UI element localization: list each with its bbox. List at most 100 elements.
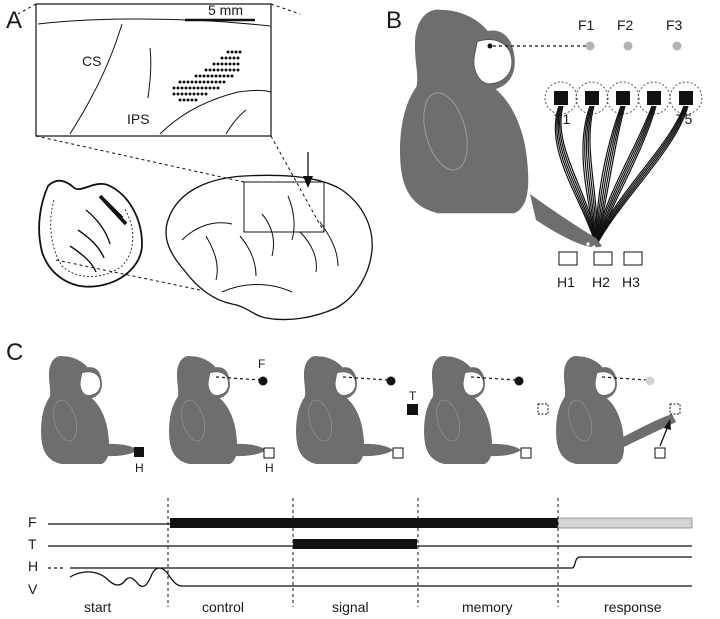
- trace-label-v: V: [28, 581, 38, 597]
- trace-label-f: F: [28, 514, 37, 530]
- recording-site-dot: [204, 92, 208, 96]
- hand-pad-frame-2: [263, 447, 275, 459]
- fixation-f2: [623, 41, 633, 51]
- recording-site-dot: [192, 86, 196, 90]
- monkey-arm: [530, 194, 602, 248]
- arm-frame-1: [92, 443, 138, 457]
- hand-label-h2: H2: [592, 274, 610, 290]
- recording-site-dot: [186, 80, 190, 84]
- recording-site-dot: [176, 86, 180, 90]
- reach-trajectories: [554, 105, 689, 247]
- recording-site-dot: [198, 74, 202, 78]
- epoch-control: control: [202, 599, 244, 615]
- recording-site-dot: [232, 68, 236, 72]
- recording-site-dot: [226, 74, 230, 78]
- fixation-frame-4: [514, 376, 524, 386]
- frame-signal: T: [295, 355, 418, 465]
- panel-c-letter: C: [6, 339, 23, 366]
- panel-a: A 5 mm CS IPS: [6, 2, 373, 321]
- recording-site-dot: [206, 74, 210, 78]
- recording-site-dot: [214, 74, 218, 78]
- reach-trajectory: [595, 105, 685, 247]
- sulcus-minor: [147, 47, 152, 99]
- recording-site-dot: [220, 56, 224, 60]
- central-sulcus-line: [69, 23, 123, 135]
- monkey-large: [399, 9, 529, 214]
- hand-pad-frame-5: [654, 447, 666, 459]
- epoch-response: response: [604, 599, 662, 615]
- hand-pad-frame-1: [134, 447, 144, 457]
- recording-site-dot: [220, 62, 224, 66]
- reach-arrow-shaft: [659, 425, 669, 447]
- panel-b-letter: B: [386, 7, 402, 34]
- trace-label-t: T: [28, 536, 37, 552]
- recording-site-dot: [204, 68, 208, 72]
- frame-control: H F: [168, 355, 275, 475]
- arm-frame-2: [220, 443, 266, 457]
- trace-h: [70, 556, 692, 569]
- recording-site-dot: [228, 56, 232, 60]
- recording-site-dot: [172, 92, 176, 96]
- recording-site-dot: [226, 50, 230, 54]
- hand-label-h1: H1: [557, 274, 575, 290]
- sulcus-small: [225, 109, 247, 135]
- fixation-frame-3: [386, 376, 396, 386]
- recording-site-dot: [230, 74, 234, 78]
- hand-box-h1: [558, 251, 578, 266]
- reach-trajectory: [582, 105, 597, 247]
- reach-trajectory: [595, 105, 689, 247]
- fixation-label-f1: F1: [578, 17, 595, 33]
- fixation-label-f2: F2: [617, 17, 634, 33]
- scale-bar-label: 5 mm: [208, 2, 243, 18]
- reach-trajectory: [595, 105, 622, 247]
- target-memory-frame-4: [537, 403, 549, 415]
- recording-site-dot: [236, 68, 240, 72]
- recording-site-dot: [206, 80, 210, 84]
- brain-slice: [38, 179, 143, 288]
- recording-site-dot: [196, 86, 200, 90]
- panel-c: C H H F T: [6, 339, 693, 615]
- reach-trajectory: [595, 105, 654, 247]
- recording-site-dot: [212, 68, 216, 72]
- reach-trajectory: [595, 105, 688, 247]
- reach-arrow-head: [664, 419, 671, 430]
- epoch-signal: signal: [332, 599, 369, 615]
- reach-trajectory: [584, 105, 597, 247]
- recording-site-dot: [210, 80, 214, 84]
- fixation-frame-5: [645, 376, 655, 386]
- recording-site-dot: [172, 86, 176, 90]
- hand-box-h3: [623, 251, 643, 266]
- recording-site-dot: [236, 62, 240, 66]
- zoom-line-corner-right: [270, 3, 301, 15]
- recording-site-dot: [200, 86, 204, 90]
- recording-site-dot: [214, 80, 218, 84]
- recording-site-dot: [218, 74, 222, 78]
- recording-site-dot: [212, 86, 216, 90]
- frame-start: H: [40, 355, 144, 475]
- fixation-f1: [585, 41, 595, 51]
- arm-frame-5: [617, 414, 676, 448]
- recording-site-dot: [208, 68, 212, 72]
- fixation-frame-2: [258, 376, 268, 386]
- target-frame-3: [407, 404, 418, 415]
- cs-label: CS: [82, 53, 101, 69]
- recording-site-dot: [222, 80, 226, 84]
- arrow-head: [303, 176, 313, 188]
- gaze-frame-2: [215, 376, 261, 381]
- reach-trajectory: [595, 105, 653, 247]
- slice-sulci: [69, 209, 111, 273]
- recording-site-dot: [216, 86, 220, 90]
- inset-frame: [35, 3, 272, 137]
- recording-site-dot: [194, 80, 198, 84]
- recording-site-dot: [184, 92, 188, 96]
- recording-site-dot: [204, 86, 208, 90]
- brain-sulci: [181, 195, 339, 293]
- arm-frame-3: [347, 443, 393, 457]
- recording-site-dot: [188, 86, 192, 90]
- recording-site-dot: [232, 56, 236, 60]
- trace-t-target-on: [293, 539, 417, 549]
- reach-trajectory: [554, 105, 597, 247]
- gaze-frame-5: [601, 376, 647, 381]
- frame-memory: [423, 355, 549, 465]
